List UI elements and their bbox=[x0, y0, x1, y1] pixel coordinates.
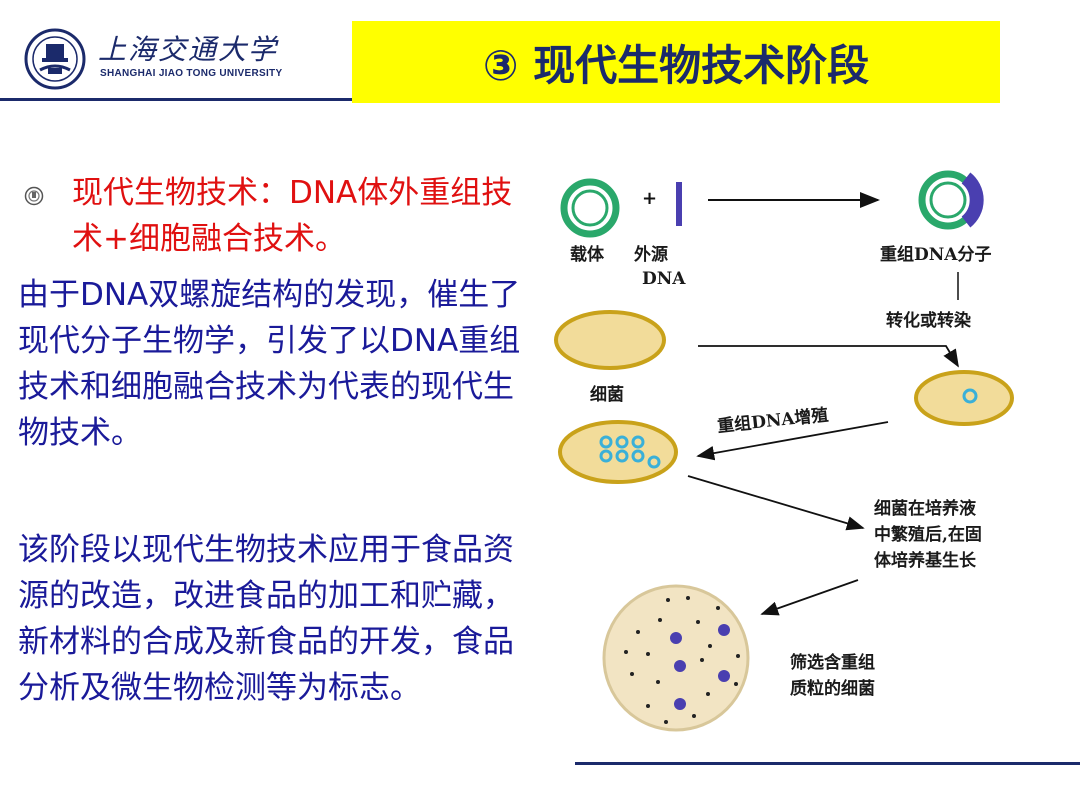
paragraph-stage-markers: 该阶段以现代生物技术应用于食品资源的改造，改进食品的加工和贮藏，新材料的合成及新… bbox=[18, 532, 514, 706]
petri-dish-icon bbox=[602, 584, 750, 732]
bullet-emblem-icon bbox=[24, 186, 44, 206]
bacterium-icon bbox=[554, 310, 666, 370]
label-foreign-2: DNA bbox=[642, 269, 686, 289]
label-replication: 重组DNA增殖 bbox=[716, 404, 829, 437]
footer-divider bbox=[575, 762, 1080, 765]
arrow-to-culture bbox=[687, 475, 865, 531]
bullet-point-text: 现代生物技术：DNA体外重组技术+细胞融合技术。 bbox=[72, 175, 513, 257]
slide-title: ③ 现代生物技术阶段 bbox=[482, 40, 870, 90]
label-bacteria: 细菌 bbox=[590, 384, 624, 405]
label-culture-2: 中繁殖后,在固 bbox=[874, 524, 982, 545]
label-culture-1: 细菌在培养液 bbox=[874, 498, 976, 519]
arrow-replication bbox=[696, 421, 889, 461]
foreign-dna-icon bbox=[676, 182, 682, 226]
label-foreign-1: 外源 bbox=[634, 244, 668, 265]
arrow-to-transformed bbox=[698, 345, 959, 368]
recombinant-dna-diagram: + 载体 外源 DNA 重组DNA分子 转化或转染 细菌 重组DNA增殖 细菌在… bbox=[554, 170, 1014, 732]
header-divider bbox=[0, 98, 352, 101]
university-name-cn: 上海交通大学 bbox=[98, 33, 279, 66]
label-vector: 载体 bbox=[570, 244, 605, 265]
paragraph-dna-history: 由于DNA双螺旋结构的发现，催生了现代分子生物学，引发了以DNA重组技术和细胞融… bbox=[18, 277, 521, 451]
university-emblem-icon bbox=[24, 28, 86, 90]
label-select-1: 筛选含重组 bbox=[790, 652, 875, 673]
arrow-to-plate bbox=[760, 579, 859, 616]
plus-sign: + bbox=[642, 188, 657, 209]
plasmid-copies-icon bbox=[599, 435, 661, 469]
label-culture-3: 体培养基生长 bbox=[874, 550, 977, 571]
label-select-2: 质粒的细菌 bbox=[790, 678, 875, 699]
university-name-en: SHANGHAI JIAO TONG UNIVERSITY bbox=[100, 68, 283, 79]
label-transform: 转化或转染 bbox=[886, 310, 971, 331]
title-banner: ③ 现代生物技术阶段 bbox=[352, 21, 1000, 103]
vector-plasmid-icon bbox=[560, 178, 620, 238]
label-recombinant: 重组DNA分子 bbox=[880, 244, 991, 265]
recombinant-plasmid-icon bbox=[918, 170, 984, 230]
